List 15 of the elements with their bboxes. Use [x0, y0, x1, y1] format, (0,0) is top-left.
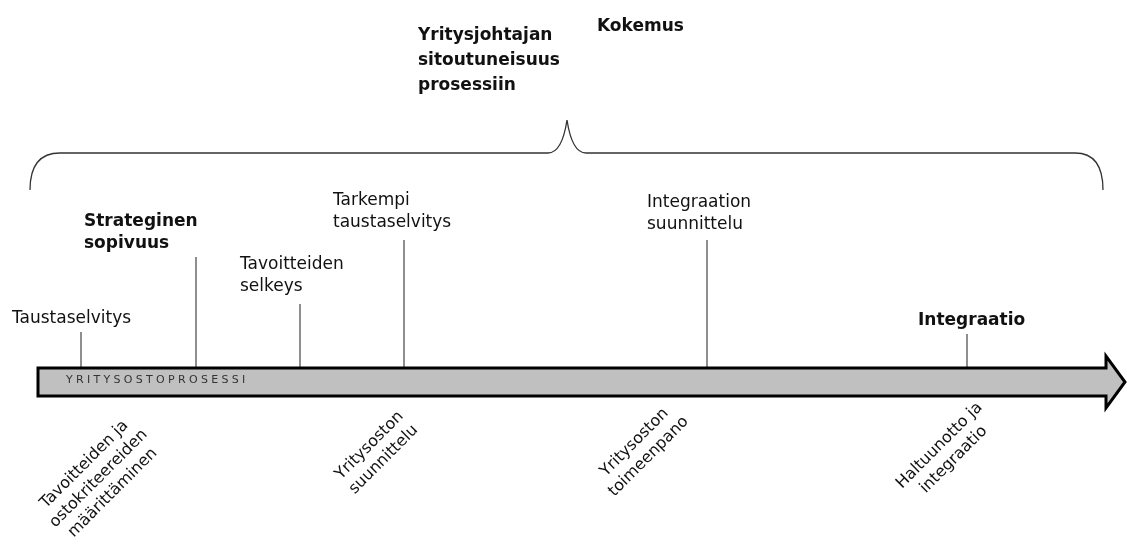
leader-line [299, 303, 301, 369]
leader-line [706, 239, 708, 369]
milestone-label: Integraation suunnittelu [647, 190, 753, 234]
leader-line [403, 239, 405, 369]
heading-label: Kokemus [597, 14, 685, 37]
milestone-label: Taustaselvitys [12, 306, 133, 328]
milestone-label: Tavoitteiden selkeys [240, 252, 345, 296]
milestone-label: Tarkempi taustaselvitys [333, 188, 453, 232]
leader-line [80, 331, 82, 369]
leader-line [195, 256, 197, 369]
process-label: YRITYSOSTOPROSESSI [66, 373, 249, 387]
milestone-label: Integraatio [918, 308, 1027, 330]
milestone-label: Strateginen sopivuus [84, 209, 199, 253]
leader-line [966, 333, 968, 369]
heading-label: Yritysjohtajan sitoutuneisuus prosessiin [418, 23, 561, 96]
